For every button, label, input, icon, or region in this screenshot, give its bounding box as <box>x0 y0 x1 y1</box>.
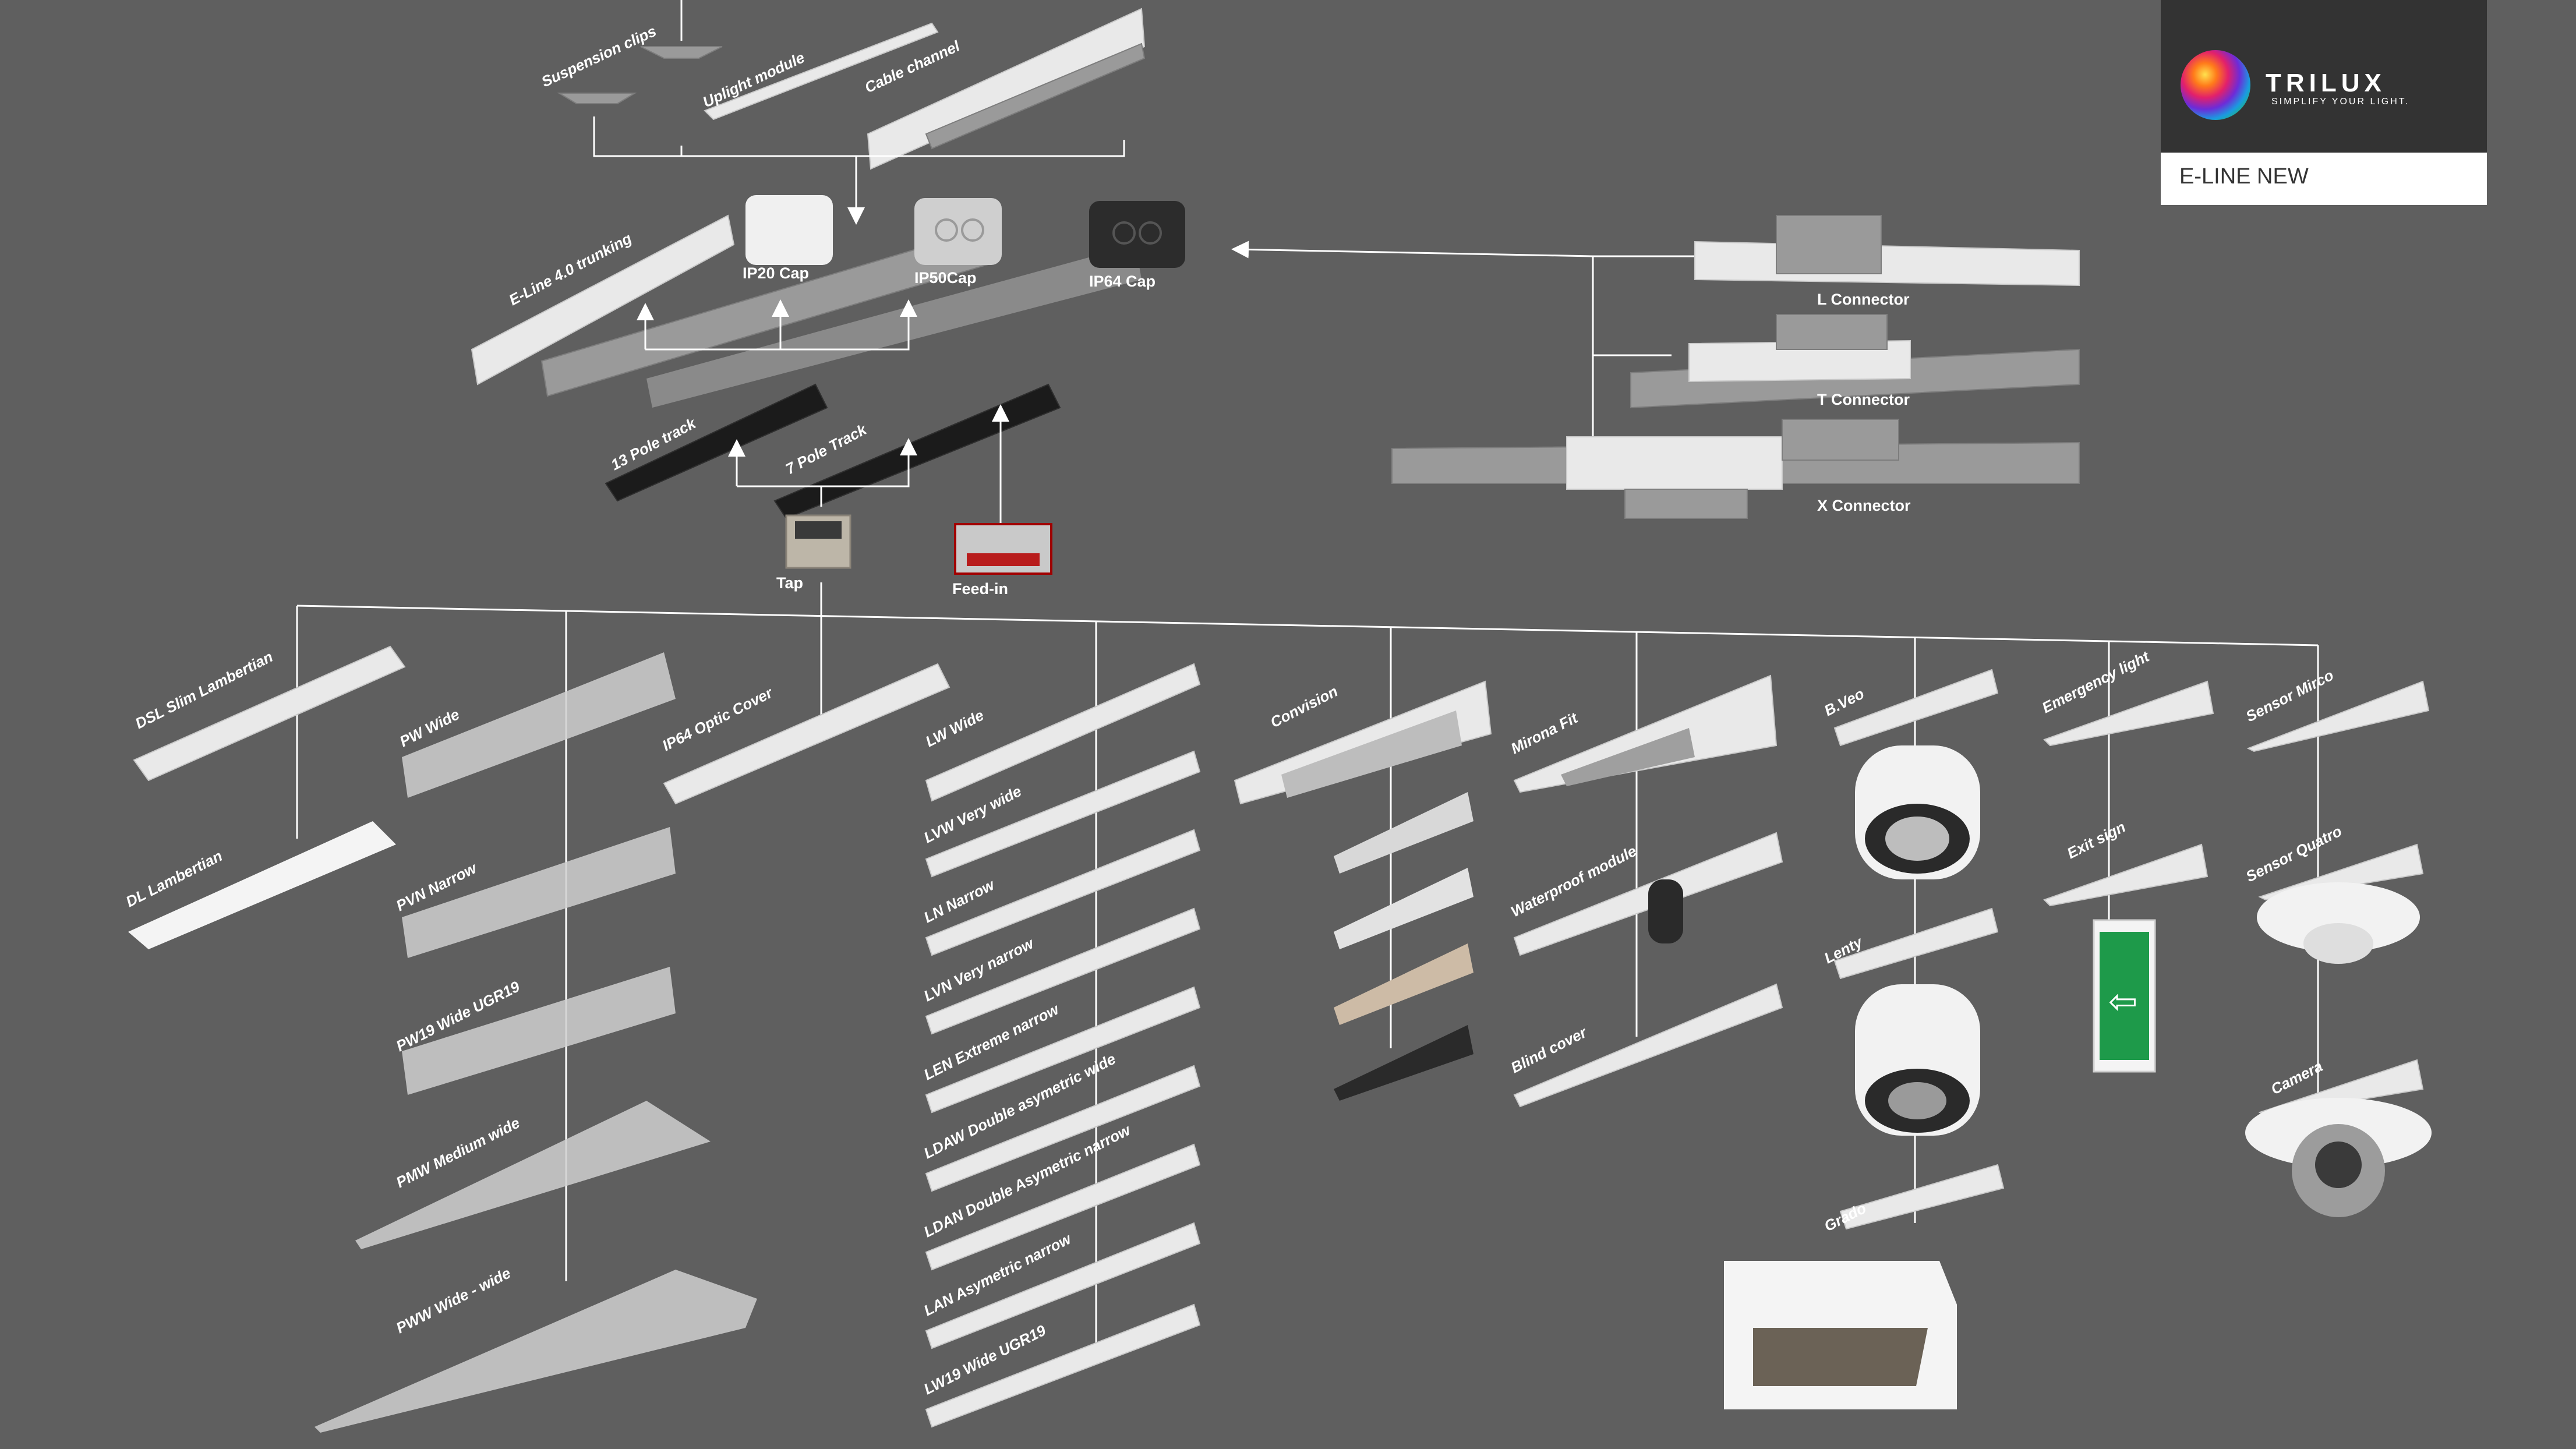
blind-cover-icon <box>1513 983 1783 1108</box>
col-dsl: DSL Slim Lambertian DL Lambertian <box>123 645 406 949</box>
feed-in-group: Feed-in <box>952 523 1052 598</box>
label-tap: Tap <box>776 574 803 592</box>
uplight-module-icon <box>704 22 939 121</box>
l-connector-icon <box>1694 241 2080 287</box>
x-connector-arm-icon <box>1782 419 1899 461</box>
lvw-luminaire-icon <box>925 750 1201 878</box>
ldan-luminaire-icon <box>925 1143 1201 1271</box>
dsl-luminaire-icon <box>133 645 406 782</box>
trilux-ball-icon <box>2181 50 2250 120</box>
label-feed-in: Feed-in <box>952 580 1008 598</box>
trunking-body-icon <box>471 214 735 386</box>
cable-channel-group: Cable channel <box>862 8 1146 170</box>
grado-adapter-icon <box>1839 1164 2005 1230</box>
suspension-clip-bottom-icon <box>557 93 637 104</box>
pw19-luminaire-icon <box>402 967 676 1095</box>
col-spots: B.Veo Lenty Grado <box>1724 669 2005 1409</box>
col-sensors: Sensor Mirco Sensor Quatro Camera <box>2243 666 2432 1217</box>
label-mirona: Mirona Fit <box>1508 709 1581 758</box>
convision-module-2-icon <box>1334 868 1473 949</box>
ip50-cap-icon <box>914 198 1002 265</box>
col-mirona: Mirona Fit Waterproof module Blind cover <box>1508 674 1783 1108</box>
bveo-adapter-icon <box>1833 669 1999 747</box>
brand-logo-box: TRILUX SIMPLIFY YOUR LIGHT. E-LINE NEW <box>2161 0 2487 205</box>
x-connector-icon <box>1566 436 1783 490</box>
caps-group: IP20 Cap IP50Cap IP64 Cap <box>743 195 1185 290</box>
ip64-optic-luminaire-icon <box>663 663 950 805</box>
waterproof-sensor-icon <box>1648 879 1683 943</box>
dl-luminaire-icon <box>128 821 396 949</box>
exit-sign-mount-icon <box>2043 843 2208 907</box>
t-connector-arm-icon <box>1776 314 1888 350</box>
ln-luminaire-icon <box>925 829 1201 956</box>
tap-group: Tap <box>776 514 851 592</box>
lw19-luminaire-icon <box>925 1303 1201 1428</box>
lvn-luminaire-icon <box>925 907 1201 1035</box>
pmw-luminaire-icon <box>355 1101 711 1249</box>
x-connector-arm2-icon <box>1624 489 1748 519</box>
convision-module-1-icon <box>1334 792 1473 874</box>
label-exit-sign: Exit sign <box>2064 818 2128 862</box>
pw-luminaire-icon <box>402 652 676 798</box>
label-t-connector: T Connector <box>1817 391 1910 408</box>
lw-luminaire-icon <box>925 663 1201 802</box>
label-ip64-cap: IP64 Cap <box>1089 273 1156 290</box>
brand-header: TRILUX SIMPLIFY YOUR LIGHT. <box>2161 0 2487 153</box>
connectors-group: L Connector T Connector X Connector <box>1231 215 2080 519</box>
label-bveo: B.Veo <box>1821 685 1867 720</box>
brand-tagline: SIMPLIFY YOUR LIGHT. <box>2271 97 2410 107</box>
pole13-track-icon <box>605 383 828 502</box>
label-sensor-mirco: Sensor Mirco <box>2243 666 2336 726</box>
col-ip64-optic: IP64 Optic Cover <box>659 663 950 805</box>
exit-arrow-icon: ⇦ <box>2108 981 2137 1022</box>
convision-module-3-icon <box>1334 943 1473 1025</box>
label-camera: Camera <box>2268 1057 2326 1098</box>
col-pw: PW Wide PVN Narrow PW19 Wide UGR19 PMW M… <box>315 652 757 1433</box>
pole-tracks-group: 13 Pole track 7 Pole Track <box>605 383 1061 519</box>
mirona-luminaire-icon <box>1513 674 1778 793</box>
col-convision: Convision <box>1234 680 1492 1101</box>
cable-channel-rail-icon <box>925 43 1146 150</box>
label-grado: Grado <box>1821 1199 1869 1235</box>
col-l-series: LW Wide LVW Very wide LN Narrow LVN Very… <box>921 663 1201 1428</box>
product-name: E-LINE NEW <box>2179 164 2309 189</box>
suspension-clip-top-icon <box>640 46 723 59</box>
feed-in-icon <box>954 523 1052 575</box>
brand-name: TRILUX <box>2266 69 2386 97</box>
len-luminaire-icon <box>925 986 1201 1114</box>
label-x-connector: X Connector <box>1817 497 1911 514</box>
label-suspension-clips: Suspension clips <box>539 22 659 91</box>
pole7-track-icon <box>773 383 1061 519</box>
suspension-clips-group: Suspension clips <box>539 0 723 104</box>
lan-luminaire-icon <box>925 1222 1201 1349</box>
sensor-quatro-icon <box>2257 882 2420 952</box>
label-ip50-cap: IP50Cap <box>914 269 977 287</box>
col-emergency: Emergency light ⇦ Exit sign <box>2039 647 2214 1073</box>
ip20-cap-icon <box>745 195 833 265</box>
label-emergency: Emergency light <box>2039 647 2153 716</box>
label-ip20-cap: IP20 Cap <box>743 264 809 282</box>
pvn-luminaire-icon <box>402 827 676 958</box>
pww-luminaire-icon <box>315 1270 757 1433</box>
label-pww: PWW Wide - wide <box>393 1264 513 1337</box>
label-lw: LW Wide <box>923 706 987 751</box>
ip64-cap-icon <box>1089 201 1185 268</box>
label-convision: Convision <box>1267 683 1341 731</box>
label-l-connector: L Connector <box>1817 291 1910 308</box>
trunking-rail-dark-icon <box>646 245 1142 408</box>
emergency-luminaire-icon <box>2043 680 2214 747</box>
convision-module-4-icon <box>1334 1025 1473 1101</box>
ldaw-luminaire-icon <box>925 1065 1201 1192</box>
lenty-adapter-icon <box>1833 907 1999 980</box>
l-connector-arm-icon <box>1776 215 1882 274</box>
sensor-mirco-icon <box>2246 680 2430 752</box>
sensor-quatro-mount-icon <box>2258 843 2424 901</box>
